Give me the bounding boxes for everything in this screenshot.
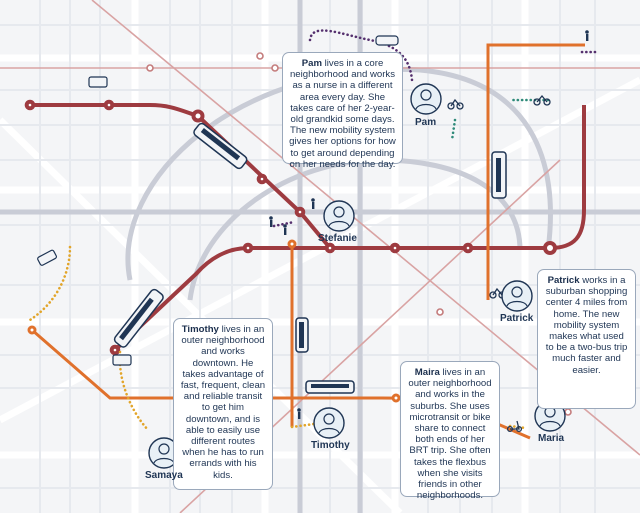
patrick-story-card: Patrick works in a suburban shopping cen…	[537, 269, 636, 409]
maira-description: lives in an outer neighborhood and works…	[408, 367, 492, 502]
walk-icon	[297, 408, 301, 419]
avatar-icon	[501, 280, 533, 312]
walk-icon	[283, 224, 287, 235]
car-icon	[375, 35, 399, 46]
patrick-name-label: Patrick	[547, 275, 580, 286]
bus-icon	[113, 288, 164, 348]
avatar-icon	[313, 407, 345, 439]
pam-name-label: Pam	[301, 58, 322, 69]
maria-avatar-label: Maria	[538, 433, 565, 444]
patrick-avatar-label: Patrick	[500, 313, 534, 324]
bus-icon	[295, 317, 309, 353]
scooter-icon	[506, 420, 523, 433]
bus-icon	[193, 122, 248, 170]
timothy-description: lives in an outer neighborhood and works…	[180, 324, 266, 481]
patrick-description: works in a suburban shopping center 4 mi…	[545, 275, 628, 376]
pam-avatar-label: Pam	[415, 117, 437, 128]
walk-icon	[311, 198, 315, 209]
bike-icon	[533, 94, 551, 106]
avatar-icon	[323, 200, 355, 232]
timothy-avatar-label: Timothy	[311, 440, 350, 451]
bus-icon	[305, 380, 355, 394]
bus-icon	[112, 354, 132, 366]
avatar-icon	[410, 83, 442, 115]
bus-icon	[88, 76, 108, 88]
timothy-name-label: Timothy	[181, 324, 219, 335]
pam-description: lives in a core neighborhood and works a…	[289, 58, 396, 170]
samaya-avatar-label: Samaya	[145, 470, 183, 481]
pam-story-card: Pam lives in a core neighborhood and wor…	[282, 52, 403, 170]
maira-name-label: Maira	[414, 367, 440, 378]
bus-icon	[491, 151, 507, 199]
bike-icon	[447, 98, 464, 110]
walk-icon	[269, 216, 273, 227]
bus-icon	[37, 249, 58, 266]
red-transit-line	[24, 99, 586, 356]
stefanie-avatar-label: Stefanie	[318, 233, 357, 244]
maira-story-card: Maira lives in an outer neighborhood and…	[400, 361, 500, 501]
timothy-story-card: Timothy lives in an outer neighborhood a…	[173, 318, 273, 490]
walk-icon	[585, 30, 589, 41]
